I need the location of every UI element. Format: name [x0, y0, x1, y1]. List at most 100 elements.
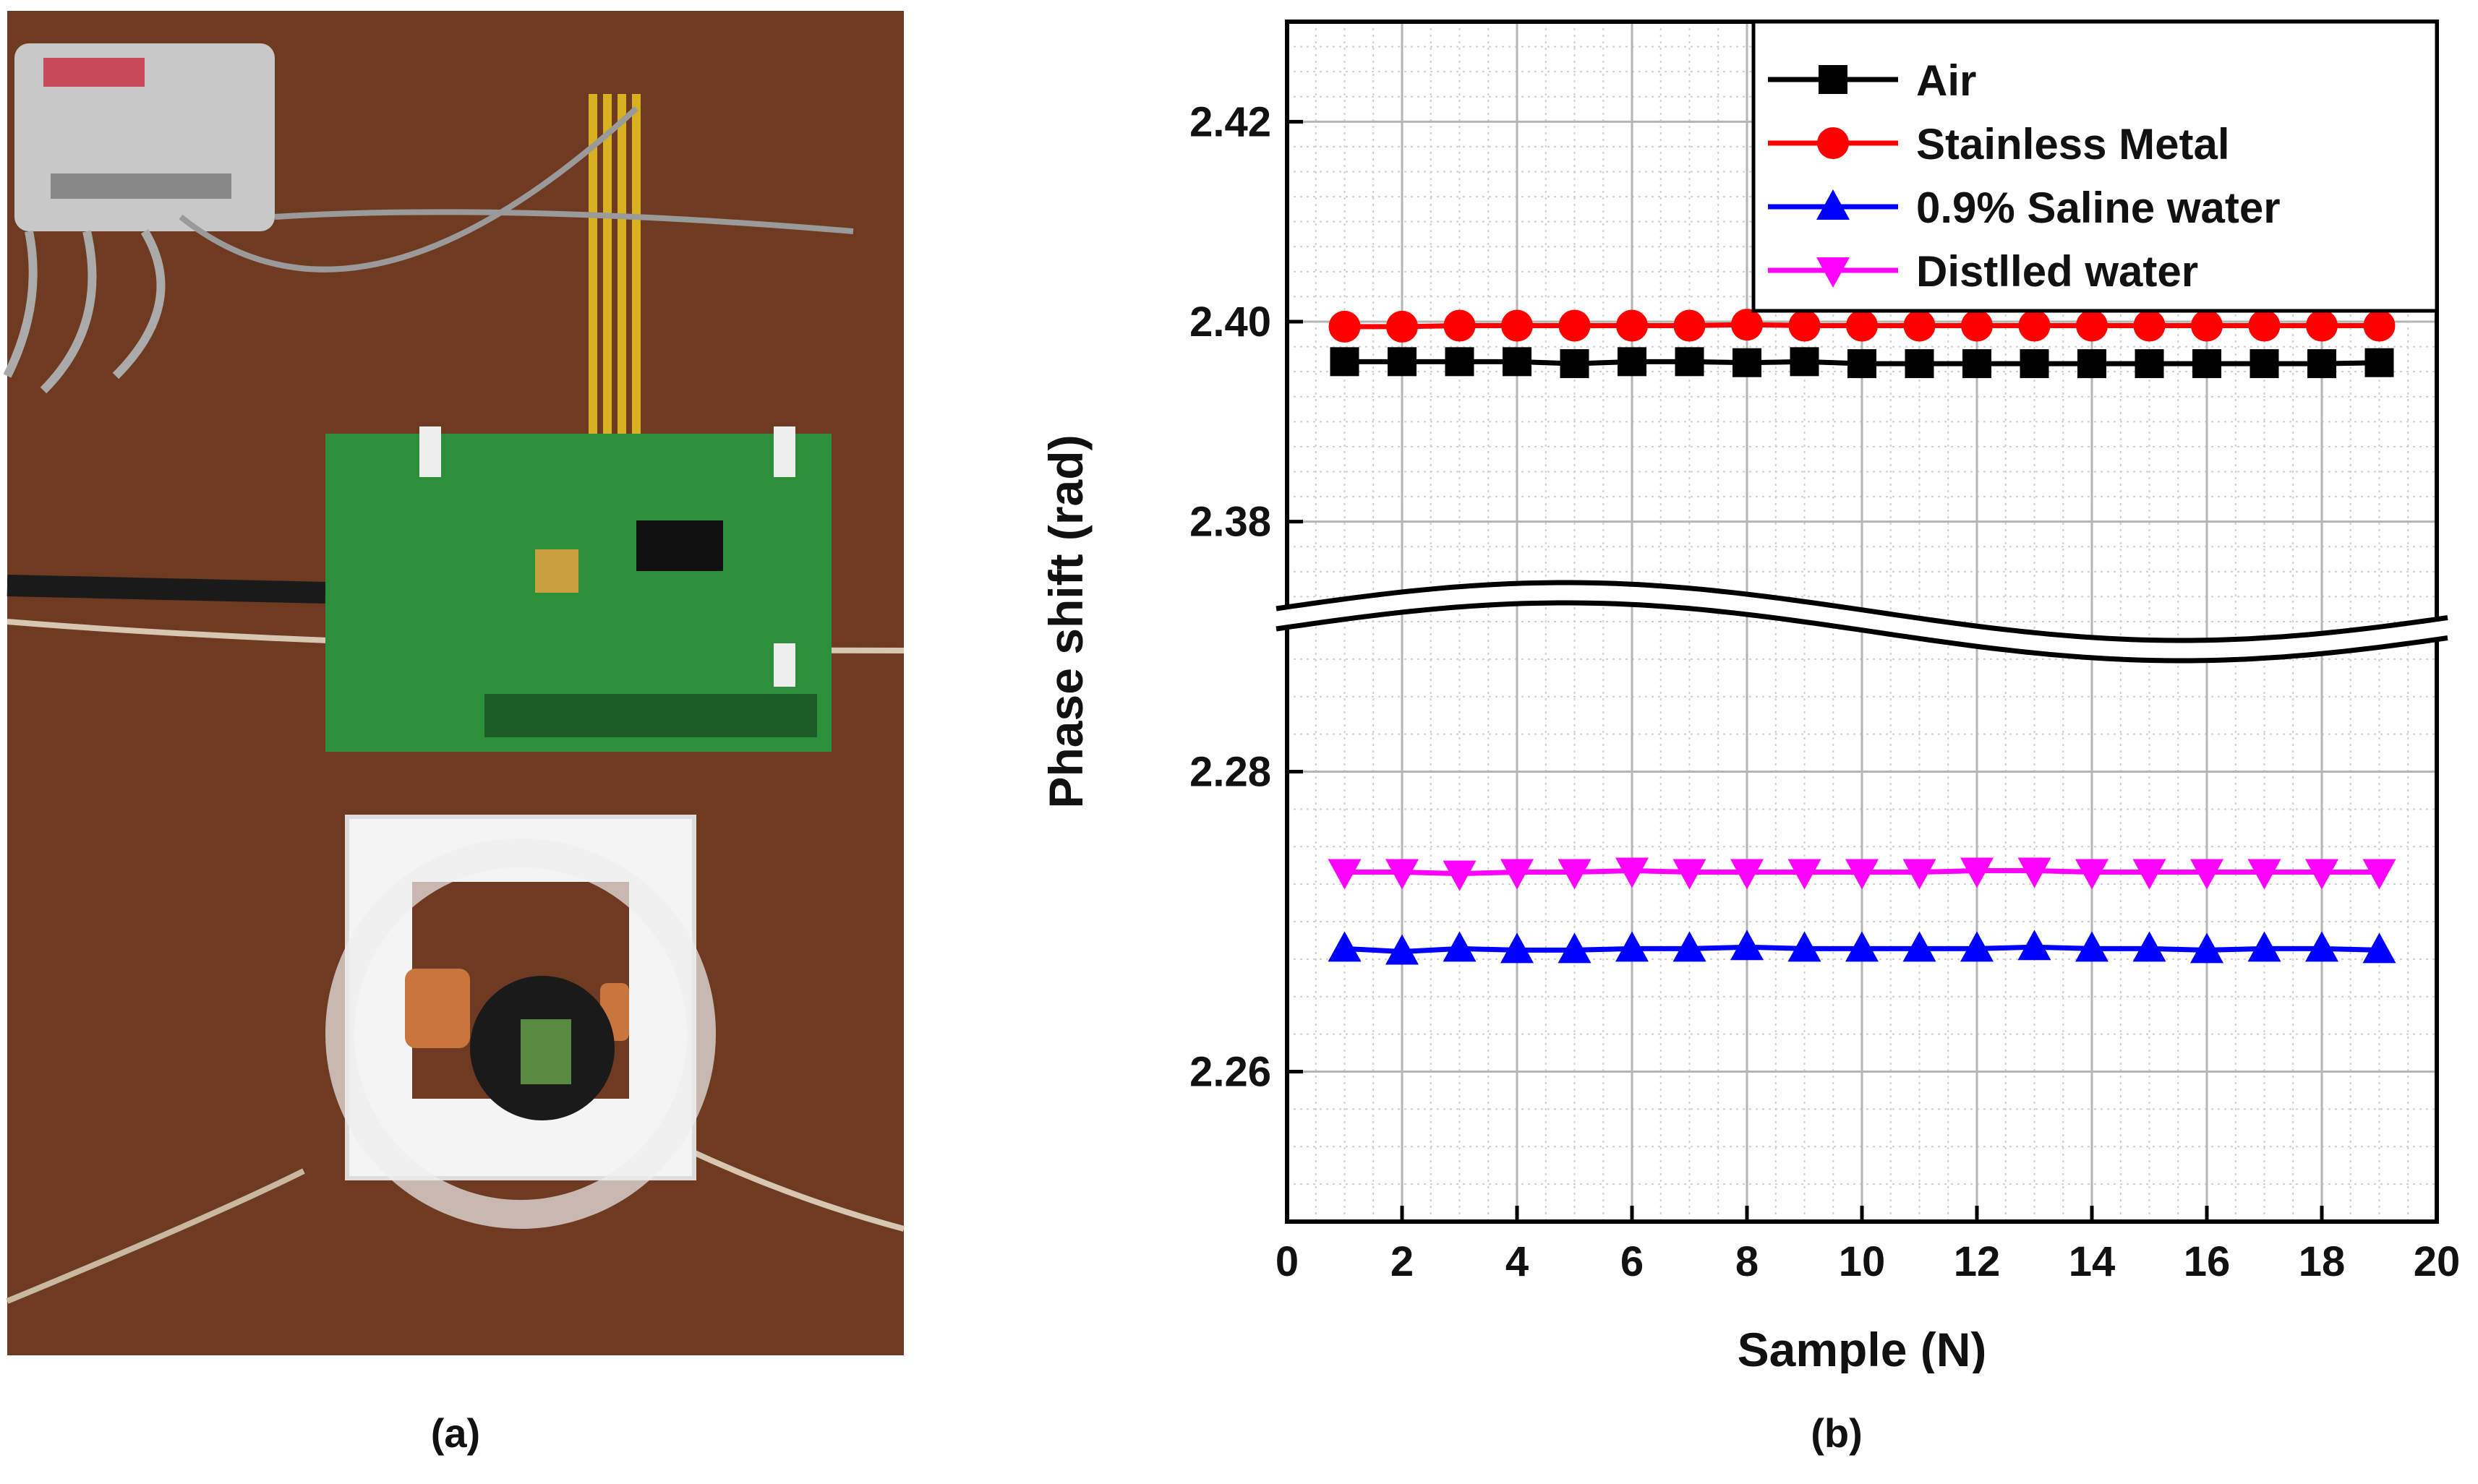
data-point	[1558, 309, 1591, 342]
data-point	[1730, 859, 1764, 890]
data-point	[1846, 309, 1878, 342]
legend-label: Stainless Metal	[1916, 120, 2230, 168]
data-point	[1443, 860, 1477, 891]
data-point	[2135, 349, 2164, 379]
data-point	[2307, 349, 2336, 379]
sample-label	[521, 1019, 571, 1084]
cable	[685, 1146, 905, 1232]
data-point	[1328, 310, 1361, 343]
data-point	[1673, 309, 1706, 342]
data-point	[2132, 931, 2166, 962]
standoff	[774, 643, 795, 687]
x-tick-label: 18	[2299, 1238, 2346, 1285]
data-point	[1615, 857, 1649, 888]
connector-strip	[51, 173, 231, 199]
data-point	[1733, 348, 1761, 377]
y-axis-label: Phase shift (rad)	[1039, 434, 1093, 808]
data-point	[1503, 347, 1531, 377]
data-point	[2250, 349, 2279, 379]
legend-label: Air	[1916, 56, 1976, 105]
header-pins	[484, 694, 817, 737]
data-point	[1558, 932, 1592, 964]
chip	[636, 520, 723, 571]
data-point	[1615, 931, 1649, 962]
x-tick-label: 8	[1735, 1238, 1759, 1285]
legend-marker	[1816, 257, 1850, 288]
data-point	[2191, 309, 2223, 342]
data-point	[2190, 932, 2223, 964]
data-point	[2305, 931, 2338, 962]
data-point	[1961, 309, 1993, 342]
data-point	[1675, 347, 1704, 377]
legend-box	[1751, 20, 2439, 313]
data-point	[1445, 347, 1474, 377]
data-point	[1902, 931, 1936, 962]
x-tick-label: 14	[2069, 1238, 2116, 1285]
data-point	[1618, 347, 1646, 377]
data-point	[2132, 859, 2166, 890]
data-point	[1845, 859, 1879, 890]
data-point	[2133, 309, 2166, 342]
data-point	[2017, 857, 2051, 888]
data-point	[1731, 309, 1763, 341]
data-point	[2364, 348, 2394, 377]
x-tick-label: 0	[1276, 1238, 1299, 1285]
data-point	[2362, 932, 2396, 964]
legend-label: 0.9% Saline water	[1916, 184, 2281, 232]
data-point	[1328, 931, 1362, 962]
x-tick-label: 10	[1839, 1238, 1886, 1285]
data-point	[1443, 309, 1476, 342]
data-point	[1672, 859, 1706, 890]
x-tick-label: 16	[2184, 1238, 2231, 1285]
holder-disc	[325, 838, 716, 1229]
data-point	[2362, 859, 2396, 890]
legend-marker	[1816, 189, 1850, 220]
panel-a-label: (a)	[430, 1410, 481, 1456]
series-1	[1328, 309, 2396, 343]
data-point	[1847, 349, 1876, 379]
x-axis-label: Sample (N)	[1738, 1323, 1987, 1373]
probe-wires	[179, 106, 854, 273]
data-point	[1386, 310, 1418, 343]
series-layer	[1328, 309, 2396, 965]
x-tick-label: 12	[1954, 1238, 2001, 1285]
cable	[6, 1168, 305, 1304]
data-point	[2075, 859, 2109, 890]
y-tick-label: 2.28	[1189, 749, 1271, 796]
series-0	[1330, 347, 2394, 379]
data-point	[1788, 309, 1821, 342]
data-point	[2306, 309, 2338, 342]
data-point	[2190, 859, 2223, 890]
logic-analyzer-label	[43, 58, 145, 87]
x-tick-label: 6	[1620, 1238, 1644, 1285]
axis-break-band	[1274, 582, 2450, 661]
panel-b-label: (b)	[1811, 1410, 1863, 1456]
data-point	[1672, 931, 1706, 962]
legend-marker	[1819, 65, 1847, 94]
data-point	[1385, 859, 1419, 890]
data-point	[1443, 931, 1477, 962]
usb-cable	[7, 575, 326, 604]
y-tick-label: 2.40	[1189, 299, 1271, 346]
data-point	[1902, 859, 1936, 890]
data-point	[2363, 309, 2396, 342]
data-point	[1790, 347, 1819, 377]
data-point	[1558, 859, 1592, 890]
data-point	[1845, 931, 1879, 962]
chip	[535, 549, 578, 593]
data-point	[1960, 857, 1994, 888]
data-point	[1787, 859, 1821, 890]
data-point	[1501, 309, 1533, 342]
data-point	[2248, 309, 2281, 342]
data-point	[1385, 934, 1419, 965]
data-point	[1960, 931, 1994, 962]
standoff	[774, 426, 795, 477]
legend-marker	[1817, 127, 1849, 159]
data-point	[1560, 349, 1589, 379]
axis-break-line	[1276, 580, 2448, 643]
data-point	[1328, 859, 1362, 890]
data-point	[1330, 347, 1359, 377]
data-point	[1730, 930, 1764, 961]
